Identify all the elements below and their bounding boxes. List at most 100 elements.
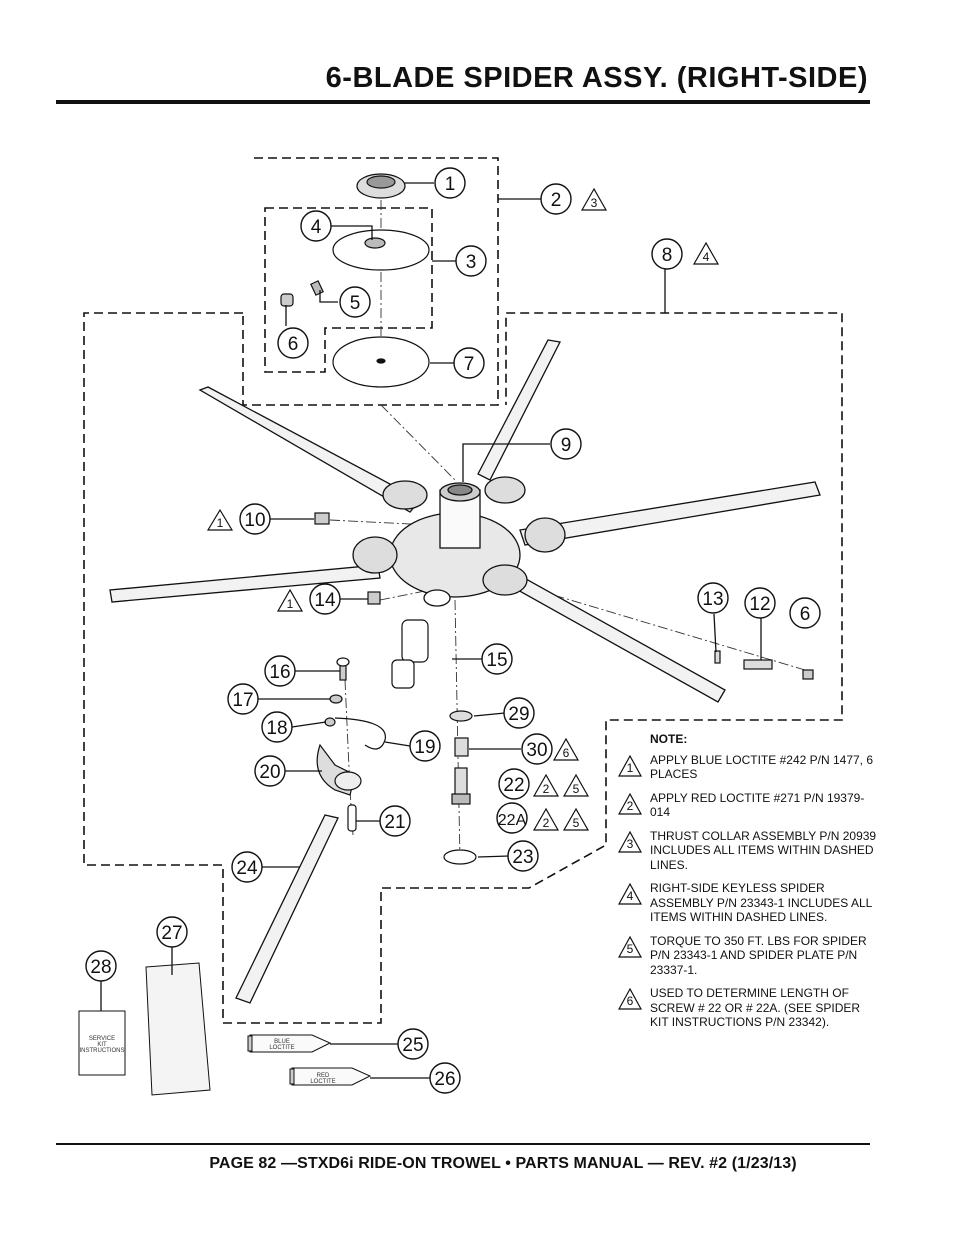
callout-number-26: 26 (434, 1069, 455, 1090)
note-number: 6 (626, 994, 634, 1008)
callout-circle-22 (498, 768, 530, 800)
callout-circle-26 (231, 851, 263, 883)
callout-number-16: 16 (269, 662, 290, 683)
callout-circle-20 (503, 697, 535, 729)
warning-triangle-icon (618, 754, 642, 777)
notes-panel: NOTE: 1 APPLY BLUE LOCTITE #242 P/N 1477,… (618, 732, 878, 1039)
notes-header: NOTE: (650, 732, 688, 746)
callout-number-7: 7 (464, 354, 475, 375)
note-item: 4 RIGHT-SIDE KEYLESS SPIDER ASSEMBLY P/N … (618, 881, 878, 925)
note-number: 3 (626, 836, 634, 851)
footer-rule (56, 1143, 870, 1145)
callout-number-22: 22 (503, 775, 524, 796)
warning-triangle-icon (618, 792, 642, 815)
callout-number-25: 25 (402, 1035, 423, 1056)
callout-number-3: 3 (466, 252, 477, 273)
note-text: APPLY BLUE LOCTITE #242 P/N 1477, 6 PLAC… (650, 752, 874, 782)
note-item: 5 TORQUE TO 350 FT. LBS FOR SPIDER P/N 23… (618, 934, 878, 978)
callout-number-15: 15 (486, 650, 507, 671)
callout-circle-28 (85, 950, 117, 982)
callout-circle-0 (434, 167, 466, 199)
callout-circle-17 (261, 711, 293, 743)
callout-number-30: 30 (526, 740, 547, 761)
note-item: 6 USED TO DETERMINE LENGTH OF SCREW # 22 … (618, 986, 878, 1030)
warning-triangle-icons: 3 4 1 1 6 2 5 2 5 (206, 187, 720, 831)
callout-circle-3 (300, 210, 332, 242)
dashed-boundary-inner (264, 207, 433, 373)
callout-circle-15 (264, 655, 296, 687)
warning-triangle-icon (618, 988, 642, 1010)
callout-circle-19 (254, 755, 286, 787)
callout-circle-1 (540, 183, 572, 215)
svg-text:2: 2 (543, 816, 550, 830)
callout-circle-5 (277, 327, 309, 359)
callout-number-12: 12 (749, 594, 770, 615)
warning-triangle-icon (618, 935, 642, 958)
note-item: 2 APPLY RED LOCTITE #271 P/N 19379-014 (618, 791, 878, 820)
callout-circle-21 (521, 733, 553, 765)
callout-number-4: 4 (311, 217, 322, 238)
callout-number-24: 24 (236, 858, 258, 879)
callout-number-20: 20 (259, 762, 280, 783)
callout-circle-30 (429, 1062, 461, 1094)
callout-number-21: 21 (384, 812, 405, 833)
callout-circle-2 (455, 245, 487, 277)
callout-circle-10 (309, 583, 341, 615)
note-item: 1 APPLY BLUE LOCTITE #242 P/N 1477, 6 PLA… (618, 753, 878, 782)
callout-circle-29 (397, 1028, 429, 1060)
note-item: 3 THRUST COLLAR ASSEMBLY P/N 20939 INCLUD… (618, 829, 878, 873)
note-number: 4 (626, 889, 634, 903)
svg-text:4: 4 (703, 250, 710, 264)
callout-circle-9 (239, 503, 271, 535)
callout-number-8: 8 (662, 245, 673, 266)
callout-circle-13 (789, 597, 821, 629)
callout-circle-14 (481, 643, 513, 675)
note-text: RIGHT-SIDE KEYLESS SPIDER ASSEMBLY P/N 2… (650, 881, 872, 924)
callout-number-27: 27 (161, 923, 182, 944)
svg-text:6: 6 (563, 746, 570, 760)
note-text: USED TO DETERMINE LENGTH OF SCREW # 22 O… (650, 986, 861, 1029)
callout-circle-27 (156, 916, 188, 948)
callout-circle-18 (409, 730, 441, 762)
callout-number-9: 9 (561, 435, 572, 456)
callout-circle-4 (339, 286, 371, 318)
note-text: TORQUE TO 350 FT. LBS FOR SPIDER P/N 233… (650, 933, 867, 977)
callout-number-23: 23 (512, 847, 533, 868)
dashed-boundary-thrust-collar (242, 157, 499, 406)
note-number: 5 (626, 941, 634, 956)
dashed-boundary-spider (83, 312, 843, 1024)
callout-number-13: 13 (702, 589, 723, 610)
note-text: THRUST COLLAR ASSEMBLY P/N 20939 INCLUDE… (650, 828, 877, 872)
svg-text:5: 5 (573, 816, 580, 830)
callout-circle-23 (496, 802, 528, 834)
callout-circle-6 (453, 347, 485, 379)
callout-circle-24 (379, 805, 411, 837)
callout-number-29: 29 (508, 704, 529, 725)
callout-number-18: 18 (266, 718, 287, 739)
callout-number-17: 17 (232, 690, 253, 711)
warning-triangle-icon (618, 883, 642, 905)
callout-number-28: 28 (90, 957, 111, 978)
note-number: 1 (626, 760, 634, 775)
svg-text:3: 3 (591, 196, 598, 210)
callout-number-10: 10 (244, 510, 265, 531)
callout-circle-8 (550, 428, 582, 460)
callout-number-5: 5 (350, 293, 361, 314)
callout-circle-11 (697, 582, 729, 614)
callout-number-6: 6 (800, 604, 811, 625)
callout-number-6: 6 (288, 334, 299, 355)
svg-text:2: 2 (543, 782, 550, 796)
note-number: 2 (626, 798, 634, 813)
note-text: APPLY RED LOCTITE #271 P/N 19379-014 (650, 790, 865, 820)
callout-number-14: 14 (314, 590, 336, 611)
warning-triangle-icon (618, 830, 642, 853)
callout-circle-12 (744, 587, 776, 619)
svg-text:1: 1 (287, 597, 294, 611)
callout-number-19: 19 (414, 737, 435, 758)
callout-circle-16 (227, 683, 259, 715)
callout-circle-25 (507, 840, 539, 872)
